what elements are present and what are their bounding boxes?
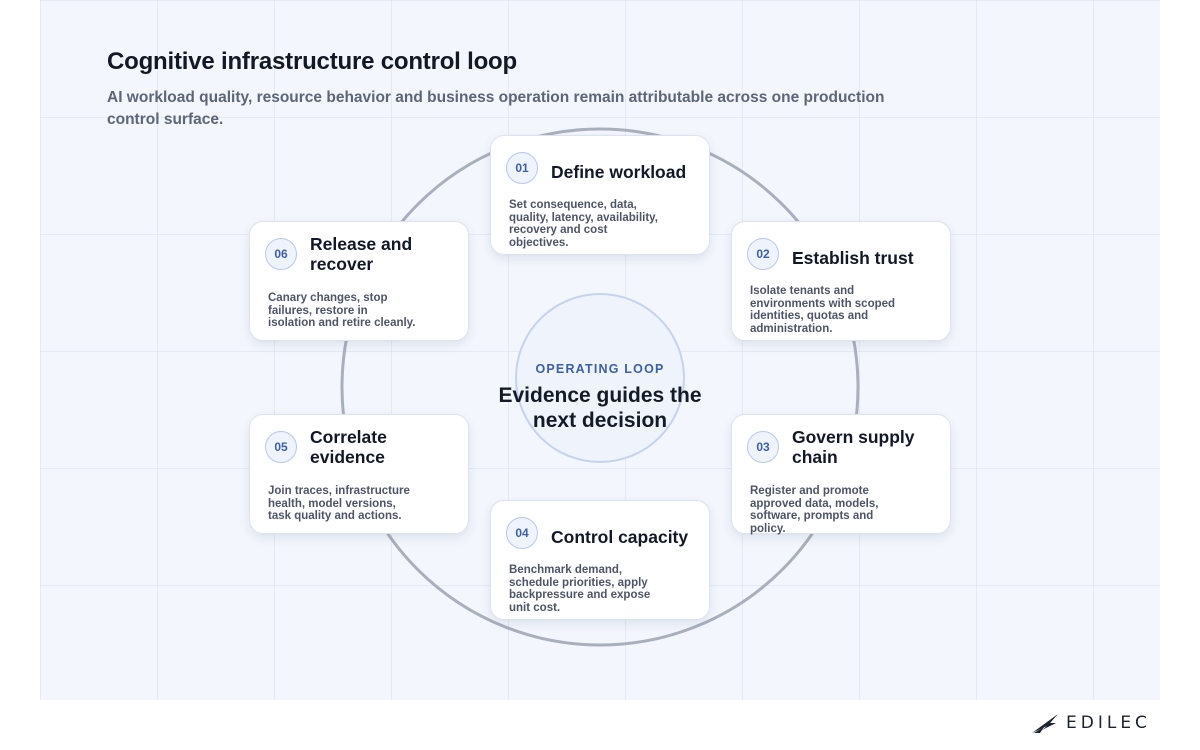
step-description: Canary changes, stop failures, restore i… (268, 292, 416, 329)
step-number-badge: 04 (506, 517, 538, 549)
page-subtitle: AI workload quality, resource behavior a… (107, 89, 885, 128)
step-description: Set consequence, data, quality, latency,… (509, 199, 658, 249)
step-title: Establish trust (792, 248, 914, 268)
center-circle: OPERATING LOOP Evidence guides the next … (498, 293, 702, 463)
step-number-badge: 06 (265, 238, 297, 270)
page-title: Cognitive infrastructure control loop (107, 48, 517, 75)
step-card-control-capacity: 04 Control capacity Benchmark demand, sc… (490, 500, 710, 620)
step-title: Control capacity (551, 527, 689, 547)
step-card-define-workload: 01 Define workload Set consequence, data… (490, 135, 710, 255)
step-title: Govern supply chain (792, 427, 915, 467)
step-number-badge: 01 (506, 152, 538, 184)
edilec-wing-logo-icon (1032, 714, 1058, 733)
step-card-correlate-evidence: 05 Correlate evidence Join traces, infra… (249, 414, 469, 534)
brand-logo: EDILEC (1030, 710, 1155, 736)
step-description: Isolate tenants and environments with sc… (750, 285, 896, 335)
brand-wordmark: EDILEC (1066, 713, 1151, 733)
step-number-badge: 03 (747, 431, 779, 463)
center-text: Evidence guides the next decision (498, 384, 702, 432)
step-card-release-and-recover: 06 Release and recover Canary changes, s… (249, 221, 469, 341)
step-number-badge: 05 (265, 431, 297, 463)
step-card-establish-trust: 02 Establish trust Isolate tenants and e… (731, 221, 951, 341)
step-title: Correlate evidence (310, 427, 387, 467)
step-card-govern-supply-chain: 03 Govern supply chain Register and prom… (731, 414, 951, 535)
step-title: Release and recover (310, 234, 413, 274)
step-description: Join traces, infrastructure health, mode… (268, 485, 410, 522)
step-description: Register and promote approved data, mode… (750, 485, 879, 535)
step-number-badge: 02 (747, 238, 779, 270)
step-description: Benchmark demand, schedule priorities, a… (509, 564, 651, 614)
center-kicker: OPERATING LOOP (535, 362, 665, 376)
step-title: Define workload (551, 162, 687, 182)
